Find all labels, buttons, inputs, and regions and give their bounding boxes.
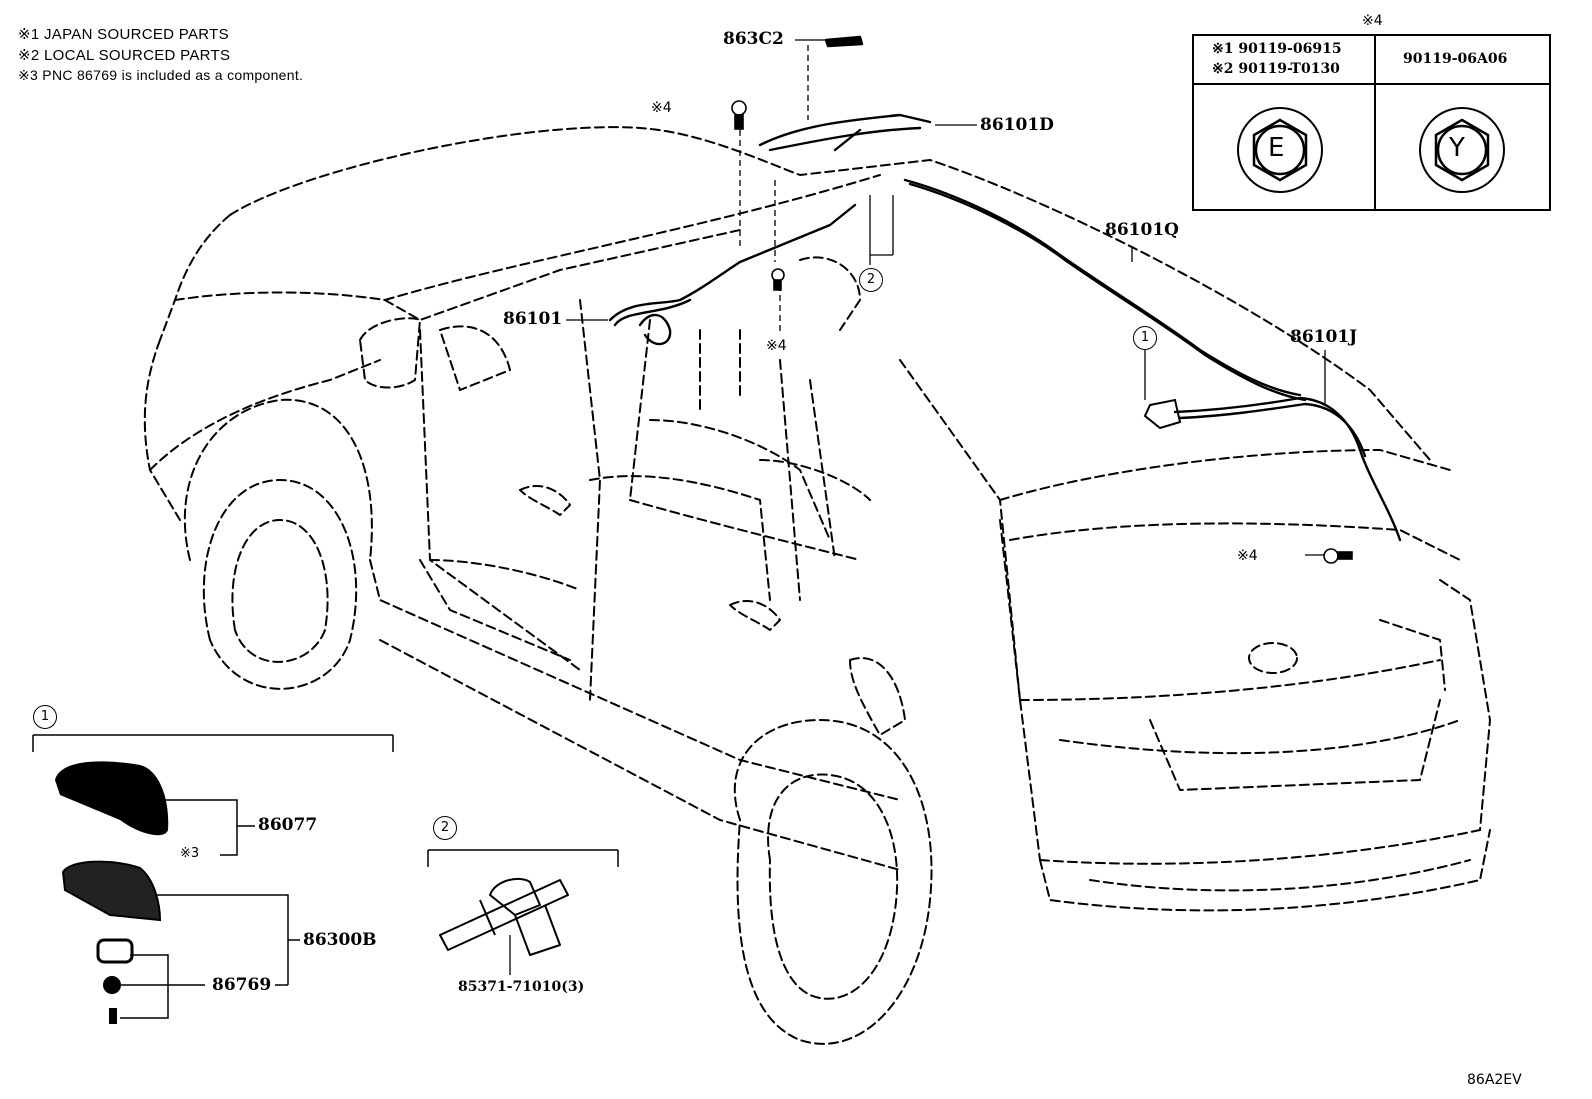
part-label-86101d: 86101D (980, 115, 1054, 135)
note-japan-sourced: ※1 JAPAN SOURCED PARTS (18, 26, 229, 43)
callout-1-detail: 1 (33, 705, 57, 729)
part-label-863c2: 863C2 (723, 29, 784, 49)
marker-ref4-bolt-center: ※4 (766, 338, 787, 354)
part-label-86077: 86077 (258, 815, 318, 835)
part-label-86101q: 86101Q (1105, 220, 1179, 240)
marker-ref4-bolt-rear: ※4 (1237, 548, 1258, 564)
bolt-table-left-line1: ※1 90119-06915 (1212, 41, 1342, 57)
bolt-table (1192, 34, 1551, 211)
bolt-symbol-e-icon: E (1268, 133, 1285, 163)
diagram-id: 86A2EV (1467, 1072, 1522, 1088)
marker-ref4-bolt-top: ※4 (651, 100, 672, 116)
part-label-85371: 85371-71010(3) (458, 979, 585, 995)
bolt-symbol-y-icon: Y (1449, 133, 1465, 163)
part-label-86769: 86769 (212, 975, 272, 995)
part-label-86101j: 86101J (1290, 327, 1358, 347)
part-label-86300b: 86300B (303, 930, 377, 950)
note-pnc-component: ※3 PNC 86769 is included as a component. (18, 67, 304, 83)
bolt-table-left-line2: ※2 90119-T0130 (1212, 61, 1340, 77)
marker-ref3: ※3 (180, 846, 200, 861)
callout-2-detail: 2 (433, 816, 457, 840)
callout-1-roof: 1 (1133, 326, 1157, 350)
bolt-table-header: ※4 (1362, 13, 1383, 29)
note-local-sourced: ※2 LOCAL SOURCED PARTS (18, 47, 231, 64)
bolt-table-right-line: 90119-06A06 (1403, 51, 1508, 67)
part-label-86101: 86101 (503, 309, 563, 329)
callout-2-clamp: 2 (859, 268, 883, 292)
